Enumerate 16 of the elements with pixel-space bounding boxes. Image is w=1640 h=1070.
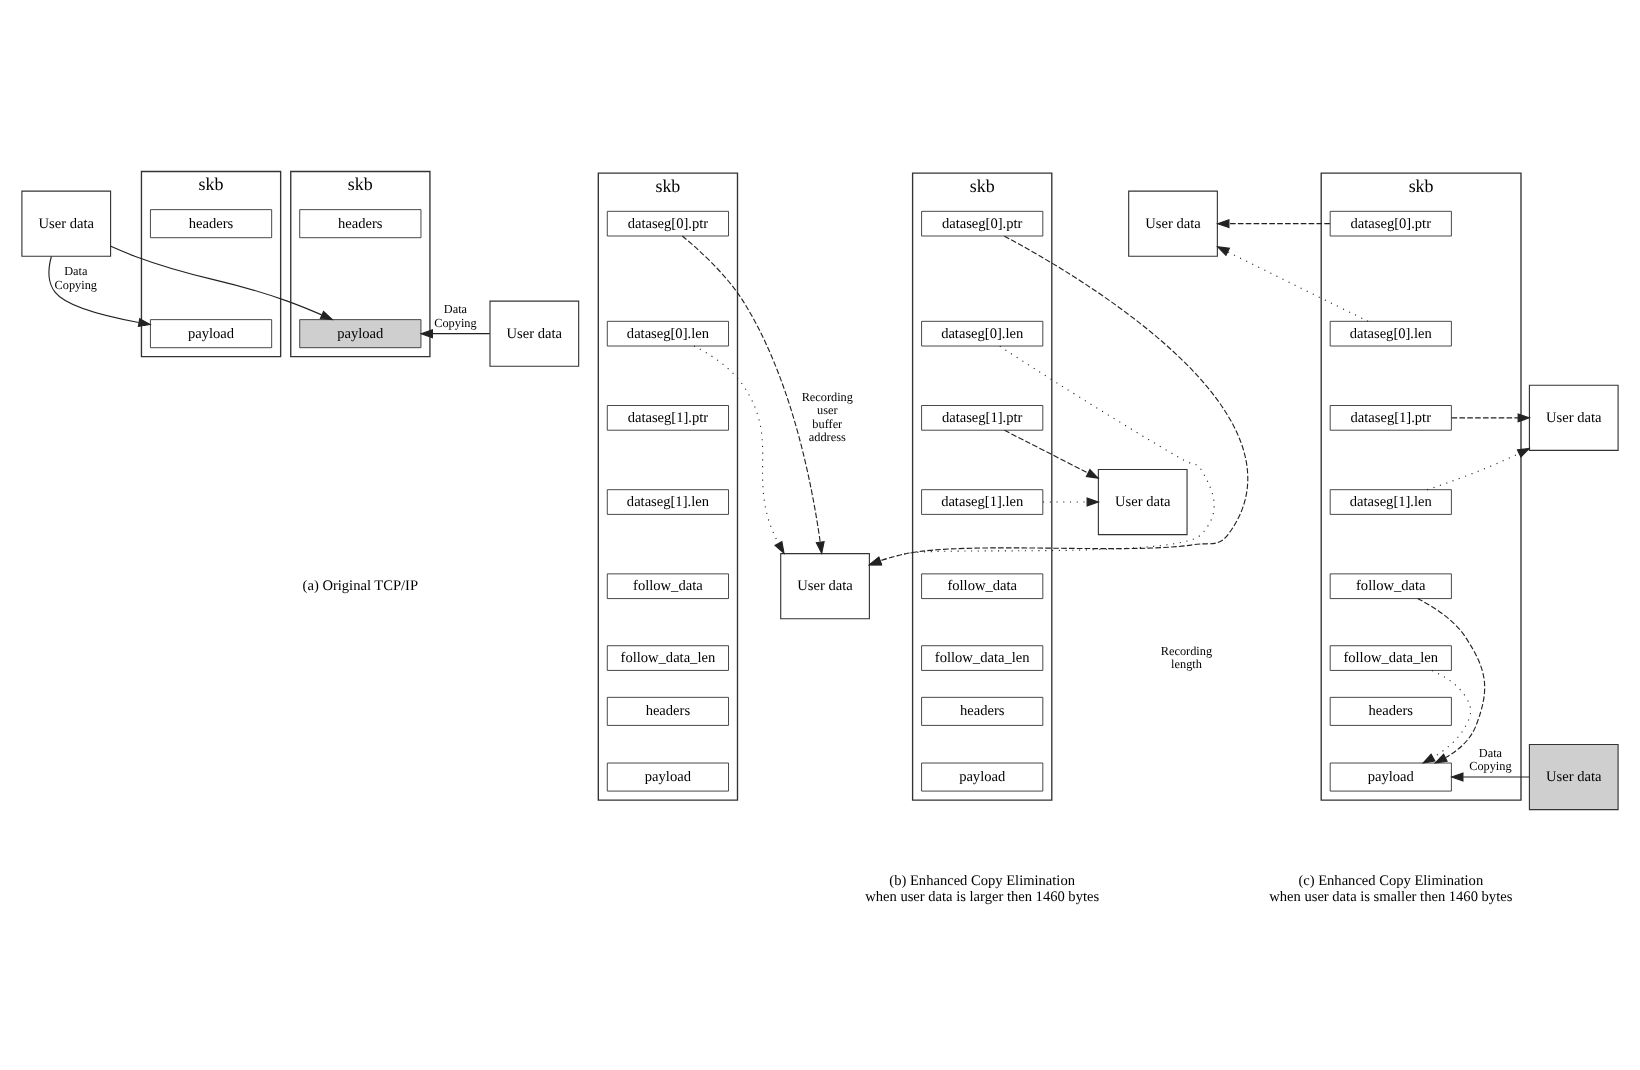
arrow — [1003, 428, 1100, 478]
arrow — [681, 234, 825, 555]
arrow — [1417, 597, 1486, 763]
arrow — [693, 344, 785, 554]
arrow — [1426, 446, 1531, 490]
arrow — [1042, 496, 1100, 506]
arrow — [419, 327, 491, 338]
arrow — [110, 244, 334, 320]
arrow — [867, 234, 1249, 565]
arrow — [868, 344, 1215, 565]
arrow — [1450, 771, 1530, 781]
arrow — [1216, 245, 1369, 321]
arrow — [1451, 412, 1532, 422]
arrow — [1216, 217, 1331, 228]
arrow — [1421, 669, 1472, 763]
arrow — [48, 254, 152, 327]
